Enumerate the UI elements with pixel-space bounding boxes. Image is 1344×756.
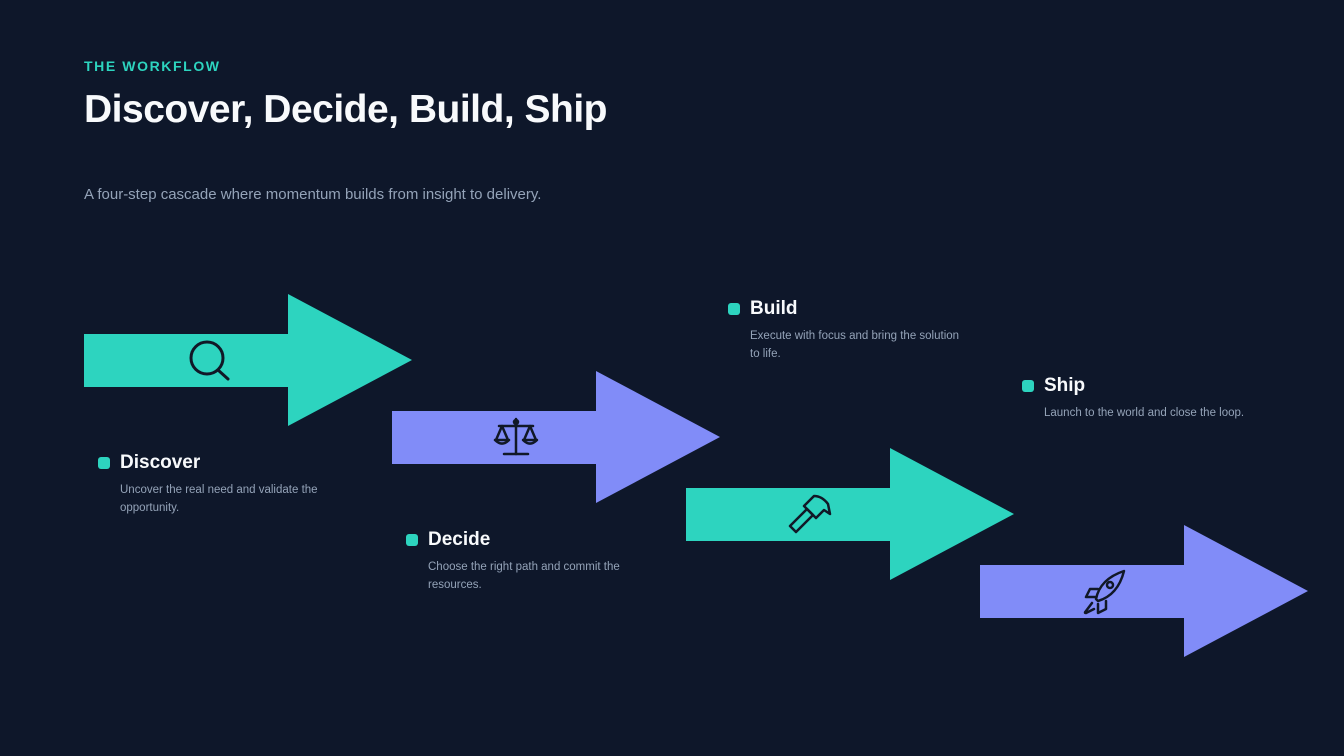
step-arrow-discover	[84, 294, 412, 426]
step-description: Launch to the world and close the loop.	[1044, 407, 1245, 419]
step-marker	[98, 457, 110, 469]
step-title: Decide	[428, 529, 491, 550]
step-marker	[1022, 380, 1034, 392]
page-title: Discover, Decide, Build, Ship	[84, 88, 608, 131]
step-label-decide: Decide Choose the right path and commit …	[406, 528, 646, 594]
search-icon	[189, 340, 230, 381]
step-marker	[406, 534, 418, 546]
step-marker	[728, 303, 740, 315]
step-description: Choose the right path and commit the res…	[428, 561, 620, 591]
step-arrow-ship	[980, 525, 1308, 657]
eyebrow: THE WORKFLOW	[84, 58, 221, 74]
step-description: Uncover the real need and validate the o…	[120, 484, 318, 514]
scale-icon	[493, 417, 539, 456]
hammer-icon	[788, 494, 832, 534]
step-title: Ship	[1044, 375, 1086, 396]
step-title: Discover	[120, 452, 201, 473]
rocket-icon	[1083, 569, 1126, 615]
step-label-build: Build Execute with focus and bring the s…	[728, 297, 968, 363]
step-arrow-build	[686, 448, 1014, 580]
step-arrow-decide	[392, 371, 720, 503]
page-subtitle: A four-step cascade where momentum build…	[84, 186, 542, 203]
step-title: Build	[750, 298, 798, 319]
step-label-ship: Ship Launch to the world and close the l…	[1022, 374, 1262, 422]
step-description: Execute with focus and bring the solutio…	[750, 330, 960, 360]
step-label-discover: Discover Uncover the real need and valid…	[98, 451, 338, 517]
